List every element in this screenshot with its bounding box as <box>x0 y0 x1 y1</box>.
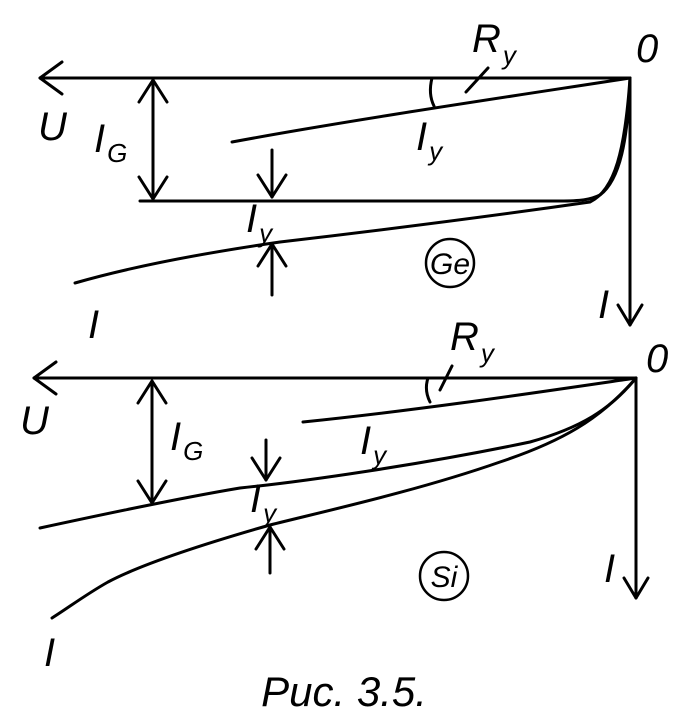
si-iy-curve-label-main: I <box>360 419 371 463</box>
si-ry-label: Ry <box>450 315 496 368</box>
ge-ig-label-sub: G <box>107 138 127 168</box>
si-material-circle <box>418 550 470 602</box>
si-iy-curve-label: Iy <box>360 419 388 470</box>
ge-u-axis-arrowhead <box>38 60 64 96</box>
si-i-axis-label: I <box>604 547 615 591</box>
ge-origin-label: 0 <box>636 27 658 71</box>
ge-ig-arrowhead-bottom <box>137 175 169 201</box>
si-u-axis-label: U <box>20 399 50 443</box>
ge-iy-curve-label-main: I <box>416 115 427 159</box>
ge-iy-gap-label-main: I <box>246 197 257 241</box>
si-ry-angle-arc <box>424 376 432 404</box>
si-origin-label: 0 <box>646 337 668 381</box>
ge-panel: 0 U I IG Ry Iy Iy I Ge <box>38 17 658 347</box>
ge-total-curve <box>73 76 632 285</box>
si-ig-arrowhead-top <box>136 379 168 405</box>
ge-ry-pointer <box>464 66 490 94</box>
si-iy-gap-label-main: I <box>250 477 261 521</box>
si-ig-label-main: I <box>170 415 181 459</box>
ge-iy-curve-label-sub: y <box>427 136 444 166</box>
si-i-axis-arrowhead <box>622 576 650 600</box>
ge-ig-arrowhead-top <box>137 78 169 104</box>
ge-iy-gap-label: Iy <box>246 197 274 248</box>
si-total-curve <box>50 376 638 620</box>
ge-iy-arrowhead-down <box>256 173 288 199</box>
figure-caption: Рис. 3.5. <box>261 668 427 715</box>
si-iy-gap-label: Iy <box>250 477 278 528</box>
si-iy-gap-label-sub: y <box>261 498 278 528</box>
ge-ry-label-main: R <box>472 17 501 61</box>
si-panel: 0 U I IG Ry Iy Iy I Si <box>20 315 668 675</box>
si-ry-label-sub: y <box>479 338 496 368</box>
ge-total-curve-label: I <box>88 303 99 347</box>
si-ig-label-sub: G <box>183 436 203 466</box>
si-iy-arrowhead-up <box>254 525 286 551</box>
ge-material-label: Ge <box>430 248 470 281</box>
ge-iy-gap-label-sub: y <box>257 218 274 248</box>
ge-ig-label-main: I <box>94 117 105 161</box>
si-iy-curve-label-sub: y <box>371 440 388 470</box>
ge-ry-label-sub: y <box>501 40 518 70</box>
ge-ry-angle-arc <box>428 76 436 108</box>
ge-ry-label: Ry <box>472 17 518 70</box>
si-ry-label-main: R <box>450 315 479 359</box>
si-material-label: Si <box>431 561 459 594</box>
ge-ig-curve <box>138 76 632 203</box>
si-total-curve-label: I <box>44 631 55 675</box>
si-ig-label: IG <box>170 415 203 466</box>
ge-ig-label: IG <box>94 117 127 168</box>
si-u-axis-arrowhead <box>32 360 58 396</box>
ge-i-axis-label: I <box>598 283 609 327</box>
ge-u-axis-label: U <box>38 105 68 149</box>
ge-iy-curve-label: Iy <box>416 115 444 166</box>
ge-material-circle <box>424 237 476 289</box>
si-ig-arrowhead-bottom <box>136 479 168 505</box>
si-ry-line <box>301 376 638 424</box>
si-ig-curve <box>38 376 638 530</box>
ge-ry-line <box>230 76 632 144</box>
ge-iy-arrowhead-up <box>256 242 288 268</box>
si-ry-pointer <box>438 364 454 392</box>
si-iy-arrowhead-down <box>250 456 282 482</box>
ge-i-axis-arrowhead <box>616 303 644 327</box>
